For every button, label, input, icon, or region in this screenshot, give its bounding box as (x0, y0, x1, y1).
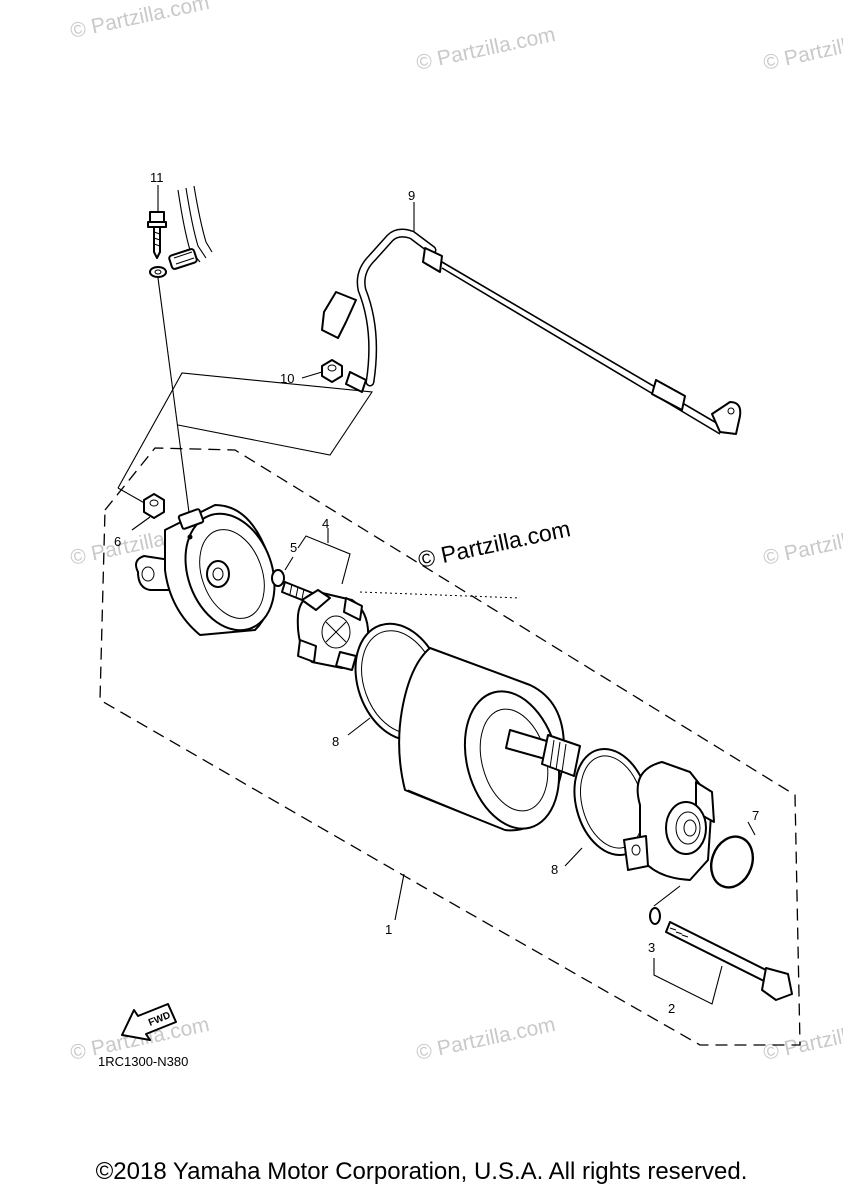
watermark: © Partzilla.com (414, 23, 557, 75)
callout-4: 4 (322, 516, 329, 531)
starter-cable (321, 228, 742, 435)
callout-5: 5 (290, 540, 297, 555)
callout-6: 6 (114, 534, 121, 549)
copyright-notice: ©2018 Yamaha Motor Corporation, U.S.A. A… (95, 1158, 748, 1185)
callout-8a: 8 (332, 734, 339, 749)
o-ring-7 (710, 835, 754, 889)
front-cover (623, 761, 715, 881)
yoke (398, 647, 565, 832)
leader-10 (301, 371, 323, 379)
leader-4-bracket (297, 535, 351, 585)
o-ring-3 (649, 907, 661, 925)
callout-9: 9 (408, 188, 415, 203)
watermark: © Partzilla.com (761, 518, 843, 570)
axis-line (359, 591, 521, 599)
watermark: © Partzilla.com (761, 23, 843, 75)
callout-10: 10 (280, 371, 294, 386)
watermark: © Partzilla.com (761, 1013, 843, 1065)
watermark: © Partzilla.com (68, 0, 211, 43)
leader-6b (131, 516, 151, 531)
fwd-arrow-icon: FWD (121, 1003, 177, 1041)
screw-11 (147, 211, 167, 278)
leader-8a (347, 717, 371, 736)
brush-holder-4 (296, 589, 370, 671)
callout-8b: 8 (551, 862, 558, 877)
rear-cover (135, 504, 276, 636)
leader-1 (394, 873, 405, 921)
callout-11: 11 (150, 170, 164, 185)
diagram-code: 1RC1300-N380 (98, 1054, 188, 1069)
leader-11-mount (157, 277, 191, 521)
leader-3a (653, 885, 681, 907)
callout-1: 1 (385, 922, 392, 937)
callout-3: 3 (648, 940, 655, 955)
bracket-leader (117, 372, 373, 489)
o-ring-5 (271, 569, 285, 587)
armature-shaft (505, 729, 581, 777)
assembly-outline (99, 447, 801, 1046)
watermark-center: © Partzilla.com (416, 515, 573, 573)
nut-6 (143, 493, 165, 519)
watermark: © Partzilla.com (414, 1013, 557, 1065)
through-bolt-2 (665, 921, 793, 1001)
leader-5 (284, 556, 294, 571)
leader-7 (747, 821, 756, 836)
callout-7: 7 (752, 808, 759, 823)
nut-10 (321, 359, 343, 383)
lead-wire (168, 185, 213, 270)
leader-2-bracket (653, 958, 723, 1005)
leader-8b (564, 847, 583, 867)
callout-2: 2 (668, 1001, 675, 1016)
